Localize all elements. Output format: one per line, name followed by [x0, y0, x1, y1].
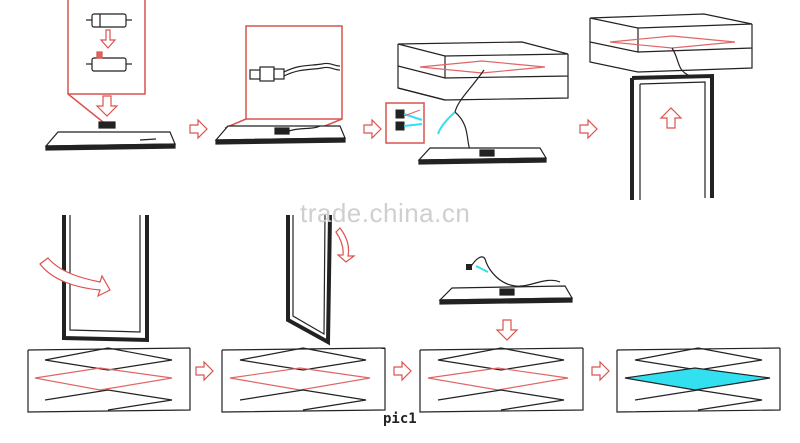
right-arrow-icon: [189, 118, 208, 140]
down-arrow-icon: [99, 29, 117, 49]
driver-icon: [86, 13, 132, 28]
cable: [469, 256, 561, 287]
led-panel: [417, 147, 548, 165]
installed-panel: [624, 367, 771, 391]
figure-caption: pic1: [383, 411, 417, 427]
step-5-frame-tilt: [27, 215, 191, 413]
cable: [437, 69, 485, 151]
step-6-frame-rotate: [221, 214, 386, 413]
down-arrow-icon: [95, 95, 119, 117]
right-arrow-icon: [393, 360, 412, 382]
wire-connectors-icon: [395, 109, 423, 131]
panel-frame: [286, 214, 332, 346]
led-panel: [44, 121, 176, 151]
panel-frame: [630, 73, 714, 200]
right-arrow-icon: [195, 360, 214, 382]
down-arrow-icon: [495, 319, 519, 341]
ceiling-grid: [27, 347, 191, 413]
up-arrow-icon: [659, 107, 683, 129]
ceiling-grid: [397, 41, 569, 101]
step-7-panel-lower: [419, 256, 584, 413]
rotate-arrow-icon: [335, 227, 356, 263]
right-arrow-icon: [579, 118, 598, 140]
ceiling-grid: [616, 347, 781, 413]
step-4-frame-raise: [589, 13, 753, 200]
connector-plug-icon: [249, 62, 341, 82]
right-arrow-icon: [591, 360, 610, 382]
driver-assembled-icon: [86, 51, 132, 72]
wire-connector-icon: [466, 264, 472, 270]
step-3-wiring: [385, 41, 569, 165]
ceiling-grid: [589, 13, 753, 73]
watermark: trade.china.cn: [300, 198, 471, 228]
led-panel: [438, 285, 574, 305]
step-1-driver-mounting: [44, 0, 176, 151]
step-8-installed: [616, 347, 781, 413]
right-arrow-icon: [363, 118, 382, 140]
led-panel: [214, 125, 346, 145]
step-1-callout-box: [67, 0, 146, 123]
ceiling-grid: [419, 347, 584, 413]
rotate-arrow-icon: [39, 257, 111, 298]
step-2-connector: [214, 25, 346, 145]
step-3-callout-box: [385, 102, 425, 144]
cable: [671, 47, 691, 77]
ceiling-grid: [221, 347, 386, 413]
